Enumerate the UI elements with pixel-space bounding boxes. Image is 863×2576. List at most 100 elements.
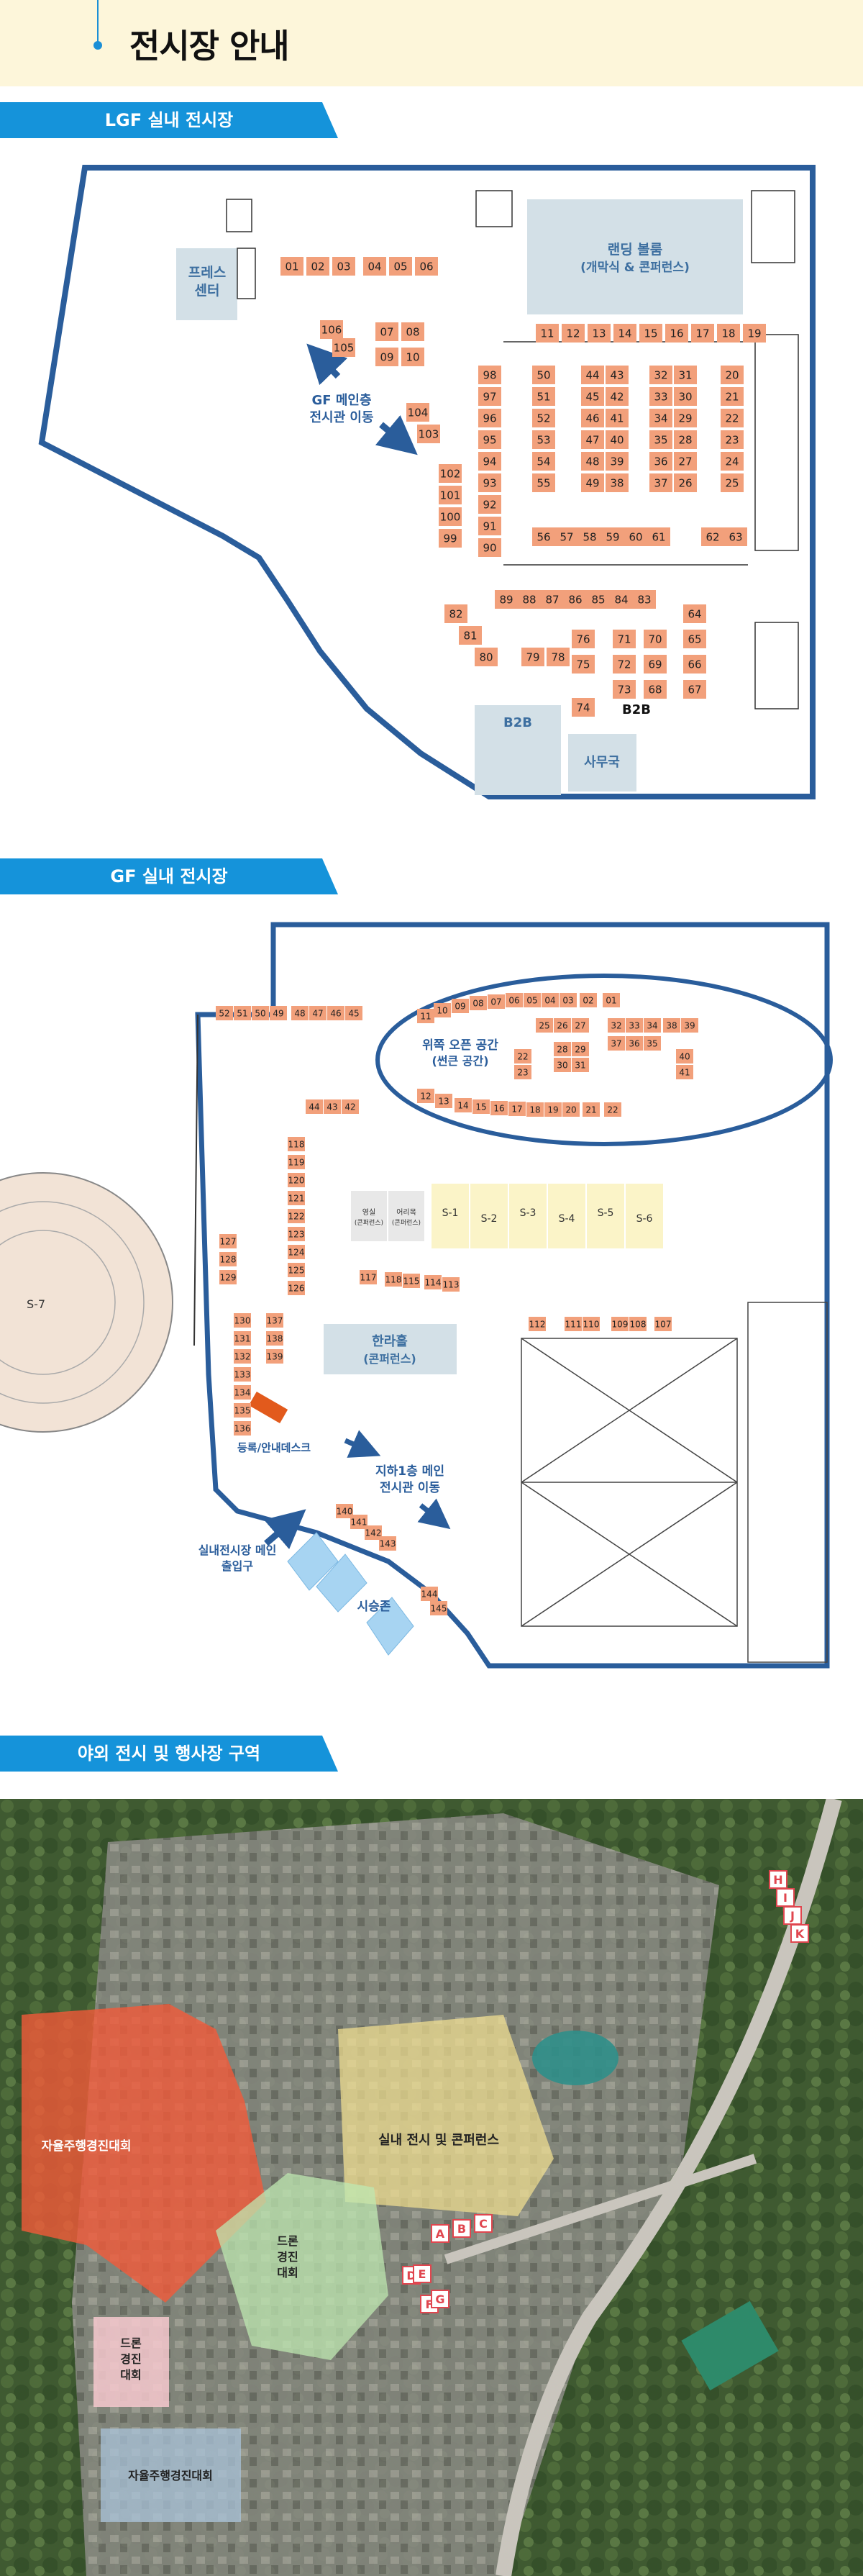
booth-38: 38 <box>606 473 629 492</box>
svg-text:05: 05 <box>526 995 537 1005</box>
svg-text:43: 43 <box>610 368 624 381</box>
booth-19: 19 <box>743 324 766 343</box>
svg-text:45: 45 <box>585 390 599 403</box>
booth-51: 51 <box>532 387 555 406</box>
booth-68: 68 <box>644 680 667 699</box>
zone-drone-pink-l3: 대회 <box>120 2368 141 2382</box>
booth-06: 06 <box>506 993 523 1007</box>
booth-05: 05 <box>524 993 541 1007</box>
booth-22: 22 <box>721 409 744 427</box>
svg-text:51: 51 <box>536 390 550 403</box>
svg-text:42: 42 <box>344 1102 355 1112</box>
booth-41: 41 <box>676 1065 693 1079</box>
booth-22: 22 <box>514 1049 531 1063</box>
booth-35: 35 <box>644 1036 661 1051</box>
svg-text:22: 22 <box>517 1051 528 1061</box>
svg-text:22: 22 <box>725 412 739 425</box>
svg-text:57: 57 <box>560 530 573 543</box>
zone-marker-i: I <box>776 1888 795 1907</box>
svg-text:21: 21 <box>585 1105 596 1115</box>
booth-80: 80 <box>475 648 498 666</box>
svg-text:30: 30 <box>678 390 692 403</box>
svg-text:44: 44 <box>585 368 599 381</box>
eorimok-label-1: 어리목 <box>396 1208 416 1217</box>
section-tab-gf: GF 실내 전시장 <box>0 858 338 894</box>
booth-119: 119 <box>288 1155 305 1169</box>
booth-25: 25 <box>721 473 744 492</box>
court <box>681 2300 779 2391</box>
booth-15: 15 <box>639 324 662 343</box>
booth-45: 45 <box>345 1006 362 1020</box>
svg-text:129: 129 <box>220 1272 237 1282</box>
svg-text:47: 47 <box>585 433 599 446</box>
b2b-label: B2B <box>622 702 651 717</box>
svg-text:29: 29 <box>678 412 692 425</box>
svg-text:26: 26 <box>557 1020 567 1030</box>
booth-79: 79 <box>521 648 544 666</box>
svg-text:26: 26 <box>678 476 692 489</box>
booth-34: 34 <box>644 1018 661 1033</box>
exhibition-grid <box>521 1302 828 1663</box>
svg-text:A: A <box>436 2227 445 2241</box>
svg-text:H: H <box>773 1873 782 1887</box>
booth-52: 52 <box>532 409 555 427</box>
booth-55: 55 <box>532 473 555 492</box>
svg-text:32: 32 <box>654 368 667 381</box>
svg-text:02: 02 <box>583 995 593 1005</box>
booth-110: 110 <box>583 1317 600 1331</box>
b1-arrow-1 <box>344 1430 381 1458</box>
booth-43: 43 <box>324 1099 341 1114</box>
svg-text:94: 94 <box>483 455 496 468</box>
booth-84: 84 <box>610 590 633 609</box>
zone-drone-pink-l2: 경진 <box>120 2352 141 2366</box>
svg-text:10: 10 <box>437 1005 447 1015</box>
svg-text:10: 10 <box>406 350 419 363</box>
booth-46: 46 <box>581 409 604 427</box>
svg-text:91: 91 <box>483 520 496 532</box>
page-header: 전시장 안내 <box>0 0 863 86</box>
svg-text:118: 118 <box>385 1274 402 1284</box>
arrow-down-right <box>375 414 418 455</box>
zone-drone-green-l3: 대회 <box>277 2266 298 2280</box>
svg-text:K: K <box>795 1927 805 1941</box>
booth-35: 35 <box>649 430 672 449</box>
booth-01: 01 <box>603 993 620 1007</box>
booth-143: 143 <box>379 1536 396 1551</box>
svg-text:112: 112 <box>529 1319 546 1329</box>
booth-03: 03 <box>560 993 577 1007</box>
svg-text:11: 11 <box>420 1011 431 1021</box>
svg-text:E: E <box>419 2267 426 2281</box>
svg-text:92: 92 <box>483 498 496 511</box>
booth-34: 34 <box>649 409 672 427</box>
booth-21: 21 <box>721 387 744 406</box>
svg-text:120: 120 <box>288 1175 305 1185</box>
booth-08: 08 <box>470 996 487 1010</box>
booth-52: 52 <box>216 1006 233 1020</box>
booth-47: 47 <box>581 430 604 449</box>
booth-125: 125 <box>288 1263 305 1277</box>
eorimok-room <box>388 1191 424 1241</box>
zone-marker-b: B <box>452 2219 471 2238</box>
svg-text:69: 69 <box>648 658 662 671</box>
booth-31: 31 <box>572 1058 589 1072</box>
small-hall-s-6: S-6 <box>626 1184 663 1248</box>
zone-drone-green-l1: 드론 <box>277 2234 298 2248</box>
booth-122: 122 <box>288 1209 305 1223</box>
zone-autonomous-top-label: 자율주행경진대회 <box>41 2139 131 2154</box>
svg-text:25: 25 <box>725 476 739 489</box>
svg-text:43: 43 <box>327 1102 337 1112</box>
zone-indoor-conf <box>338 2015 554 2216</box>
svg-text:S-3: S-3 <box>520 1207 536 1219</box>
yeongsil-label-1: 영실 <box>362 1208 375 1217</box>
outdoor-aerial-map: 자율주행경진대회 실내 전시 및 콘퍼런스 드론 경진 대회 드론 경진 대회 … <box>0 1799 863 2576</box>
svg-text:67: 67 <box>688 683 701 696</box>
svg-text:51: 51 <box>237 1008 247 1018</box>
office-room <box>568 734 636 792</box>
svg-text:100: 100 <box>440 510 461 523</box>
svg-text:08: 08 <box>472 998 483 1008</box>
eorimok-label-2: (콘퍼런스) <box>392 1219 421 1227</box>
svg-text:126: 126 <box>288 1283 305 1293</box>
booth-74: 74 <box>572 698 595 717</box>
svg-text:46: 46 <box>585 412 599 425</box>
